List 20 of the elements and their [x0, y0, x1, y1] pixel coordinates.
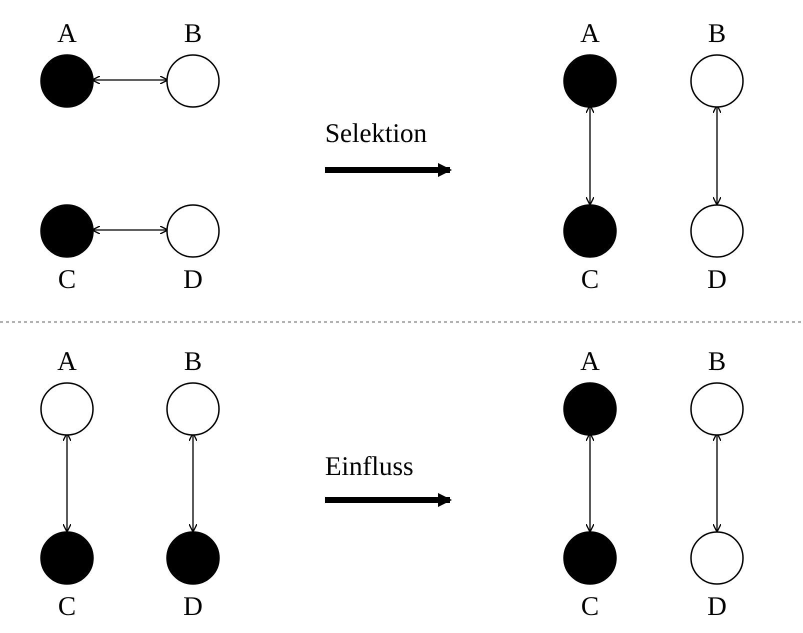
- process-label: Einfluss: [325, 451, 414, 481]
- node-letter: B: [708, 346, 726, 376]
- node-letter: D: [707, 591, 727, 621]
- process-label: Selektion: [325, 118, 427, 148]
- double-arrow: [91, 75, 169, 85]
- node-letter: D: [707, 264, 727, 294]
- node-letter: C: [580, 591, 599, 621]
- node-letter: D: [183, 264, 203, 294]
- double-arrow: [91, 225, 169, 235]
- node-letter: A: [580, 346, 600, 376]
- node-letter: A: [57, 346, 77, 376]
- node-letter: B: [708, 18, 726, 48]
- node-letter: A: [57, 18, 77, 48]
- node-letter: A: [580, 18, 600, 48]
- node-letter: C: [580, 264, 599, 294]
- node-letter: C: [58, 591, 76, 621]
- node-letter: B: [184, 346, 202, 376]
- node-letter: D: [183, 591, 203, 621]
- node-letter: C: [58, 264, 76, 294]
- node-letter: B: [184, 18, 202, 48]
